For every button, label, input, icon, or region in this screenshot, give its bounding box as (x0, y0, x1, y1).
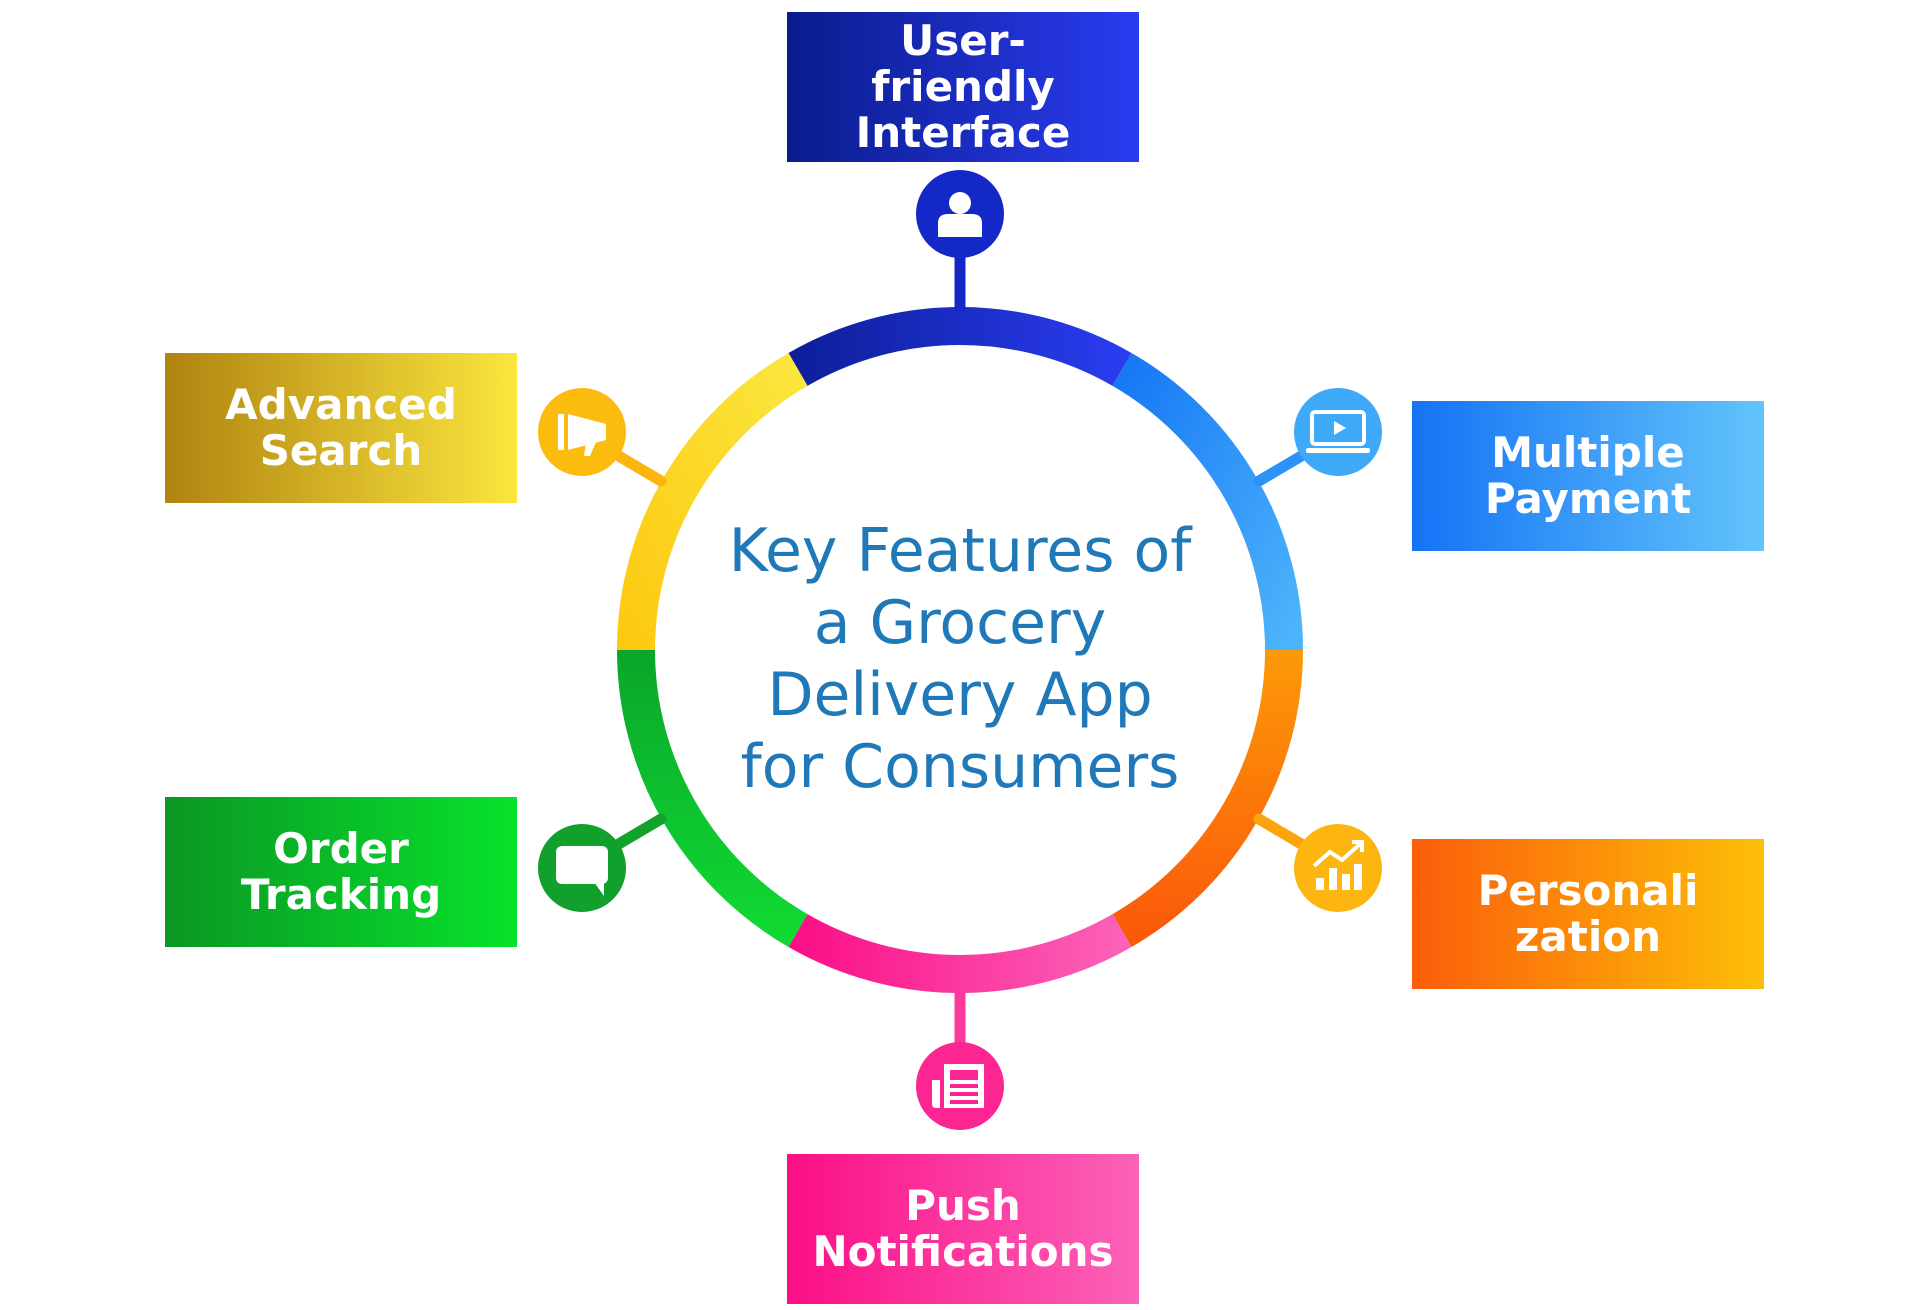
connector-order (611, 813, 667, 851)
ring-segment-search (617, 352, 808, 651)
feature-box-advanced-search: Advanced Search (165, 353, 517, 503)
feature-ring (617, 307, 1303, 993)
title-line-3: Delivery App (767, 660, 1153, 730)
feature-label-line: Personali (1477, 866, 1699, 915)
ring-segment-order (617, 649, 808, 948)
feature-label-line: friendly (871, 62, 1055, 111)
title-line-4: for Consumers (740, 732, 1180, 802)
feature-box-personalization: Personali zation (1412, 839, 1764, 989)
feature-box-order-tracking: Order Tracking (165, 797, 517, 947)
feature-label-line: Tracking (240, 870, 442, 919)
feature-box-multiple-payment: Multiple Payment (1412, 401, 1764, 551)
ring-segment-user (788, 307, 1132, 386)
feature-box-user-friendly-interface: User- friendly Interface (787, 12, 1139, 162)
feature-label-line: Interface (855, 108, 1071, 157)
feature-label-line: zation (1514, 912, 1661, 961)
ring-segment-push (788, 914, 1132, 993)
feature-label-line: Notifications (812, 1227, 1114, 1276)
connector-search (611, 449, 667, 487)
connector-payment (1253, 449, 1309, 487)
feature-label: Multiple Payment (1485, 430, 1691, 522)
feature-label: Order Tracking (241, 826, 441, 918)
feature-label-line: User- (900, 16, 1026, 65)
newspaper-icon (916, 1042, 1004, 1130)
feature-label-line: Order (273, 824, 409, 873)
feature-label-line: Search (259, 426, 423, 475)
chat-bubble-icon (538, 824, 626, 912)
chart-growth-icon (1294, 824, 1382, 912)
ring-segment-payment (1112, 352, 1303, 651)
megaphone-icon (538, 388, 626, 476)
feature-label: Push Notifications (812, 1183, 1113, 1275)
title-line-1: Key Features of (728, 516, 1192, 586)
feature-label: User- friendly Interface (856, 18, 1071, 156)
connector-personalization (1253, 813, 1309, 851)
feature-label-line: Multiple (1491, 428, 1685, 477)
feature-label-line: Payment (1484, 474, 1692, 523)
ring-segment-personalization (1112, 649, 1303, 948)
feature-box-push-notifications: Push Notifications (787, 1154, 1139, 1304)
laptop-play-icon (1294, 388, 1382, 476)
feature-label-line: Advanced (225, 380, 457, 429)
user-icon (916, 170, 1004, 258)
connectors (611, 252, 1309, 1048)
title-line-2: a Grocery (813, 588, 1107, 658)
diagram-title: Key Features of a Grocery Delivery App f… (660, 515, 1260, 803)
feature-label-line: Push (905, 1181, 1021, 1230)
feature-label: Advanced Search (225, 382, 457, 474)
feature-label: Personali zation (1478, 868, 1699, 960)
